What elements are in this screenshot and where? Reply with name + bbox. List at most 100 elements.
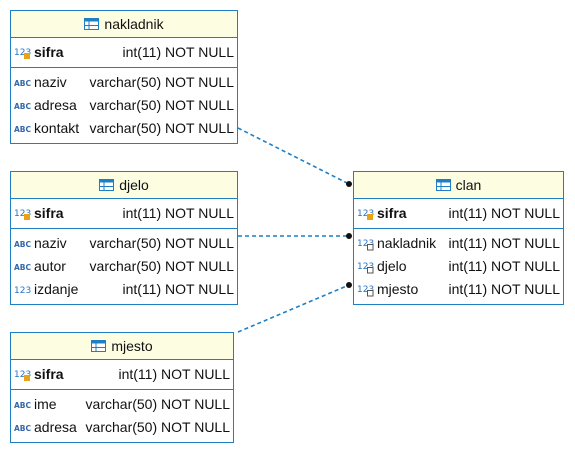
svg-text:123: 123 (14, 209, 31, 219)
numeric-pk-icon: 123 (357, 209, 374, 220)
primary-key-section: 123 sifra int(11) NOT NULL (354, 199, 563, 229)
relation-end-dot (346, 282, 352, 288)
column-type: varchar(50) NOT NULL (89, 120, 234, 136)
column-name: naziv (34, 74, 67, 90)
column-type: int(11) NOT NULL (122, 44, 234, 60)
column-type: int(11) NOT NULL (122, 205, 234, 221)
column-name: adresa (34, 419, 77, 435)
column-type: varchar(50) NOT NULL (85, 396, 230, 412)
svg-text:ABC: ABC (14, 424, 32, 433)
svg-text:123: 123 (357, 285, 374, 295)
column-type: int(11) NOT NULL (448, 258, 560, 274)
svg-text:123: 123 (357, 209, 374, 219)
column-row[interactable]: ABC naziv varchar(50) NOT NULL (11, 71, 237, 94)
svg-text:ABC: ABC (14, 263, 32, 272)
svg-text:ABC: ABC (14, 401, 32, 410)
numeric-icon: 123 (14, 286, 31, 296)
column-row[interactable]: ABC ime varchar(50) NOT NULL (11, 393, 233, 416)
column-row[interactable]: 123 djelo int(11) NOT NULL (354, 255, 563, 278)
column-name: mjesto (377, 281, 419, 297)
column-name: kontakt (34, 120, 80, 136)
svg-text:ABC: ABC (14, 125, 32, 134)
table-icon (99, 179, 115, 191)
column-type: varchar(50) NOT NULL (89, 97, 234, 113)
column-row[interactable]: ABC kontakt varchar(50) NOT NULL (11, 117, 237, 140)
column-type: int(11) NOT NULL (448, 235, 560, 251)
table-name: mjesto (111, 338, 153, 354)
column-name: ime (34, 396, 57, 412)
column-name: djelo (377, 258, 407, 274)
column-type: int(11) NOT NULL (448, 205, 560, 221)
table-mjesto[interactable]: mjesto 123 sifra int(11) NOT NULL ABC im… (10, 332, 234, 443)
column-row[interactable]: 123 sifra int(11) NOT NULL (11, 363, 233, 386)
primary-key-section: 123 sifra int(11) NOT NULL (11, 199, 237, 229)
text-icon: ABC (14, 79, 32, 88)
table-header[interactable]: djelo (11, 172, 237, 199)
column-row[interactable]: 123 nakladnik int(11) NOT NULL (354, 232, 563, 255)
text-icon: ABC (14, 424, 32, 433)
primary-key-section: 123 sifra int(11) NOT NULL (11, 360, 233, 390)
column-name: sifra (34, 44, 64, 60)
column-name: nakladnik (377, 235, 437, 251)
column-row[interactable]: ABC adresa varchar(50) NOT NULL (11, 416, 233, 439)
relation-mjesto-clan (237, 284, 350, 333)
numeric-fk-icon: 123 (357, 285, 374, 297)
svg-text:123: 123 (357, 239, 374, 249)
column-name: sifra (34, 366, 64, 382)
column-name: sifra (377, 205, 407, 221)
column-name: sifra (34, 205, 64, 221)
column-type: varchar(50) NOT NULL (89, 258, 234, 274)
text-icon: ABC (14, 125, 32, 134)
column-row[interactable]: ABC autor varchar(50) NOT NULL (11, 255, 237, 278)
text-icon: ABC (14, 401, 32, 410)
column-type: varchar(50) NOT NULL (89, 235, 234, 251)
column-row[interactable]: ABC naziv varchar(50) NOT NULL (11, 232, 237, 255)
relation-end-dot (346, 181, 352, 187)
text-icon: ABC (14, 263, 32, 272)
relation-nakladnik-clan (237, 127, 350, 185)
numeric-pk-icon: 123 (14, 370, 31, 381)
svg-text:ABC: ABC (14, 79, 32, 88)
table-name: djelo (119, 177, 149, 193)
column-name: izdanje (34, 281, 79, 297)
column-row[interactable]: 123 sifra int(11) NOT NULL (11, 41, 237, 64)
table-djelo[interactable]: djelo 123 sifra int(11) NOT NULL ABC naz… (10, 171, 238, 305)
text-icon: ABC (14, 240, 32, 249)
column-row[interactable]: 123 mjesto int(11) NOT NULL (354, 278, 563, 301)
table-header[interactable]: clan (354, 172, 563, 199)
columns-section: ABC ime varchar(50) NOT NULL ABC adresa … (11, 390, 233, 442)
column-row[interactable]: ABC adresa varchar(50) NOT NULL (11, 94, 237, 117)
table-icon (91, 340, 107, 352)
table-icon (435, 179, 451, 191)
numeric-fk-icon: 123 (357, 262, 374, 274)
svg-text:ABC: ABC (14, 240, 32, 249)
column-name: autor (34, 258, 66, 274)
table-header[interactable]: mjesto (11, 333, 233, 360)
table-icon (84, 18, 100, 30)
numeric-fk-icon: 123 (357, 239, 374, 251)
relation-end-dot (346, 233, 352, 239)
column-type: varchar(50) NOT NULL (85, 419, 230, 435)
column-type: int(11) NOT NULL (122, 281, 234, 297)
svg-text:123: 123 (14, 48, 31, 58)
column-row[interactable]: 123 sifra int(11) NOT NULL (354, 202, 563, 225)
text-icon: ABC (14, 102, 32, 111)
table-name: clan (455, 177, 482, 193)
table-name: nakladnik (104, 16, 164, 32)
column-type: int(11) NOT NULL (118, 366, 230, 382)
svg-text:123: 123 (357, 262, 374, 272)
table-header[interactable]: nakladnik (11, 11, 237, 38)
table-clan[interactable]: clan 123 sifra int(11) NOT NULL 123 nakl… (353, 171, 564, 305)
table-nakladnik[interactable]: nakladnik 123 sifra int(11) NOT NULL ABC… (10, 10, 238, 144)
column-row[interactable]: 123 izdanje int(11) NOT NULL (11, 278, 237, 301)
column-row[interactable]: 123 sifra int(11) NOT NULL (11, 202, 237, 225)
columns-section: ABC naziv varchar(50) NOT NULL ABC adres… (11, 68, 237, 143)
column-name: adresa (34, 97, 77, 113)
svg-text:ABC: ABC (14, 102, 32, 111)
svg-text:123: 123 (14, 286, 31, 296)
numeric-pk-icon: 123 (14, 48, 31, 59)
primary-key-section: 123 sifra int(11) NOT NULL (11, 38, 237, 68)
columns-section: 123 nakladnik int(11) NOT NULL 123 djelo… (354, 229, 563, 304)
svg-text:123: 123 (14, 370, 31, 380)
